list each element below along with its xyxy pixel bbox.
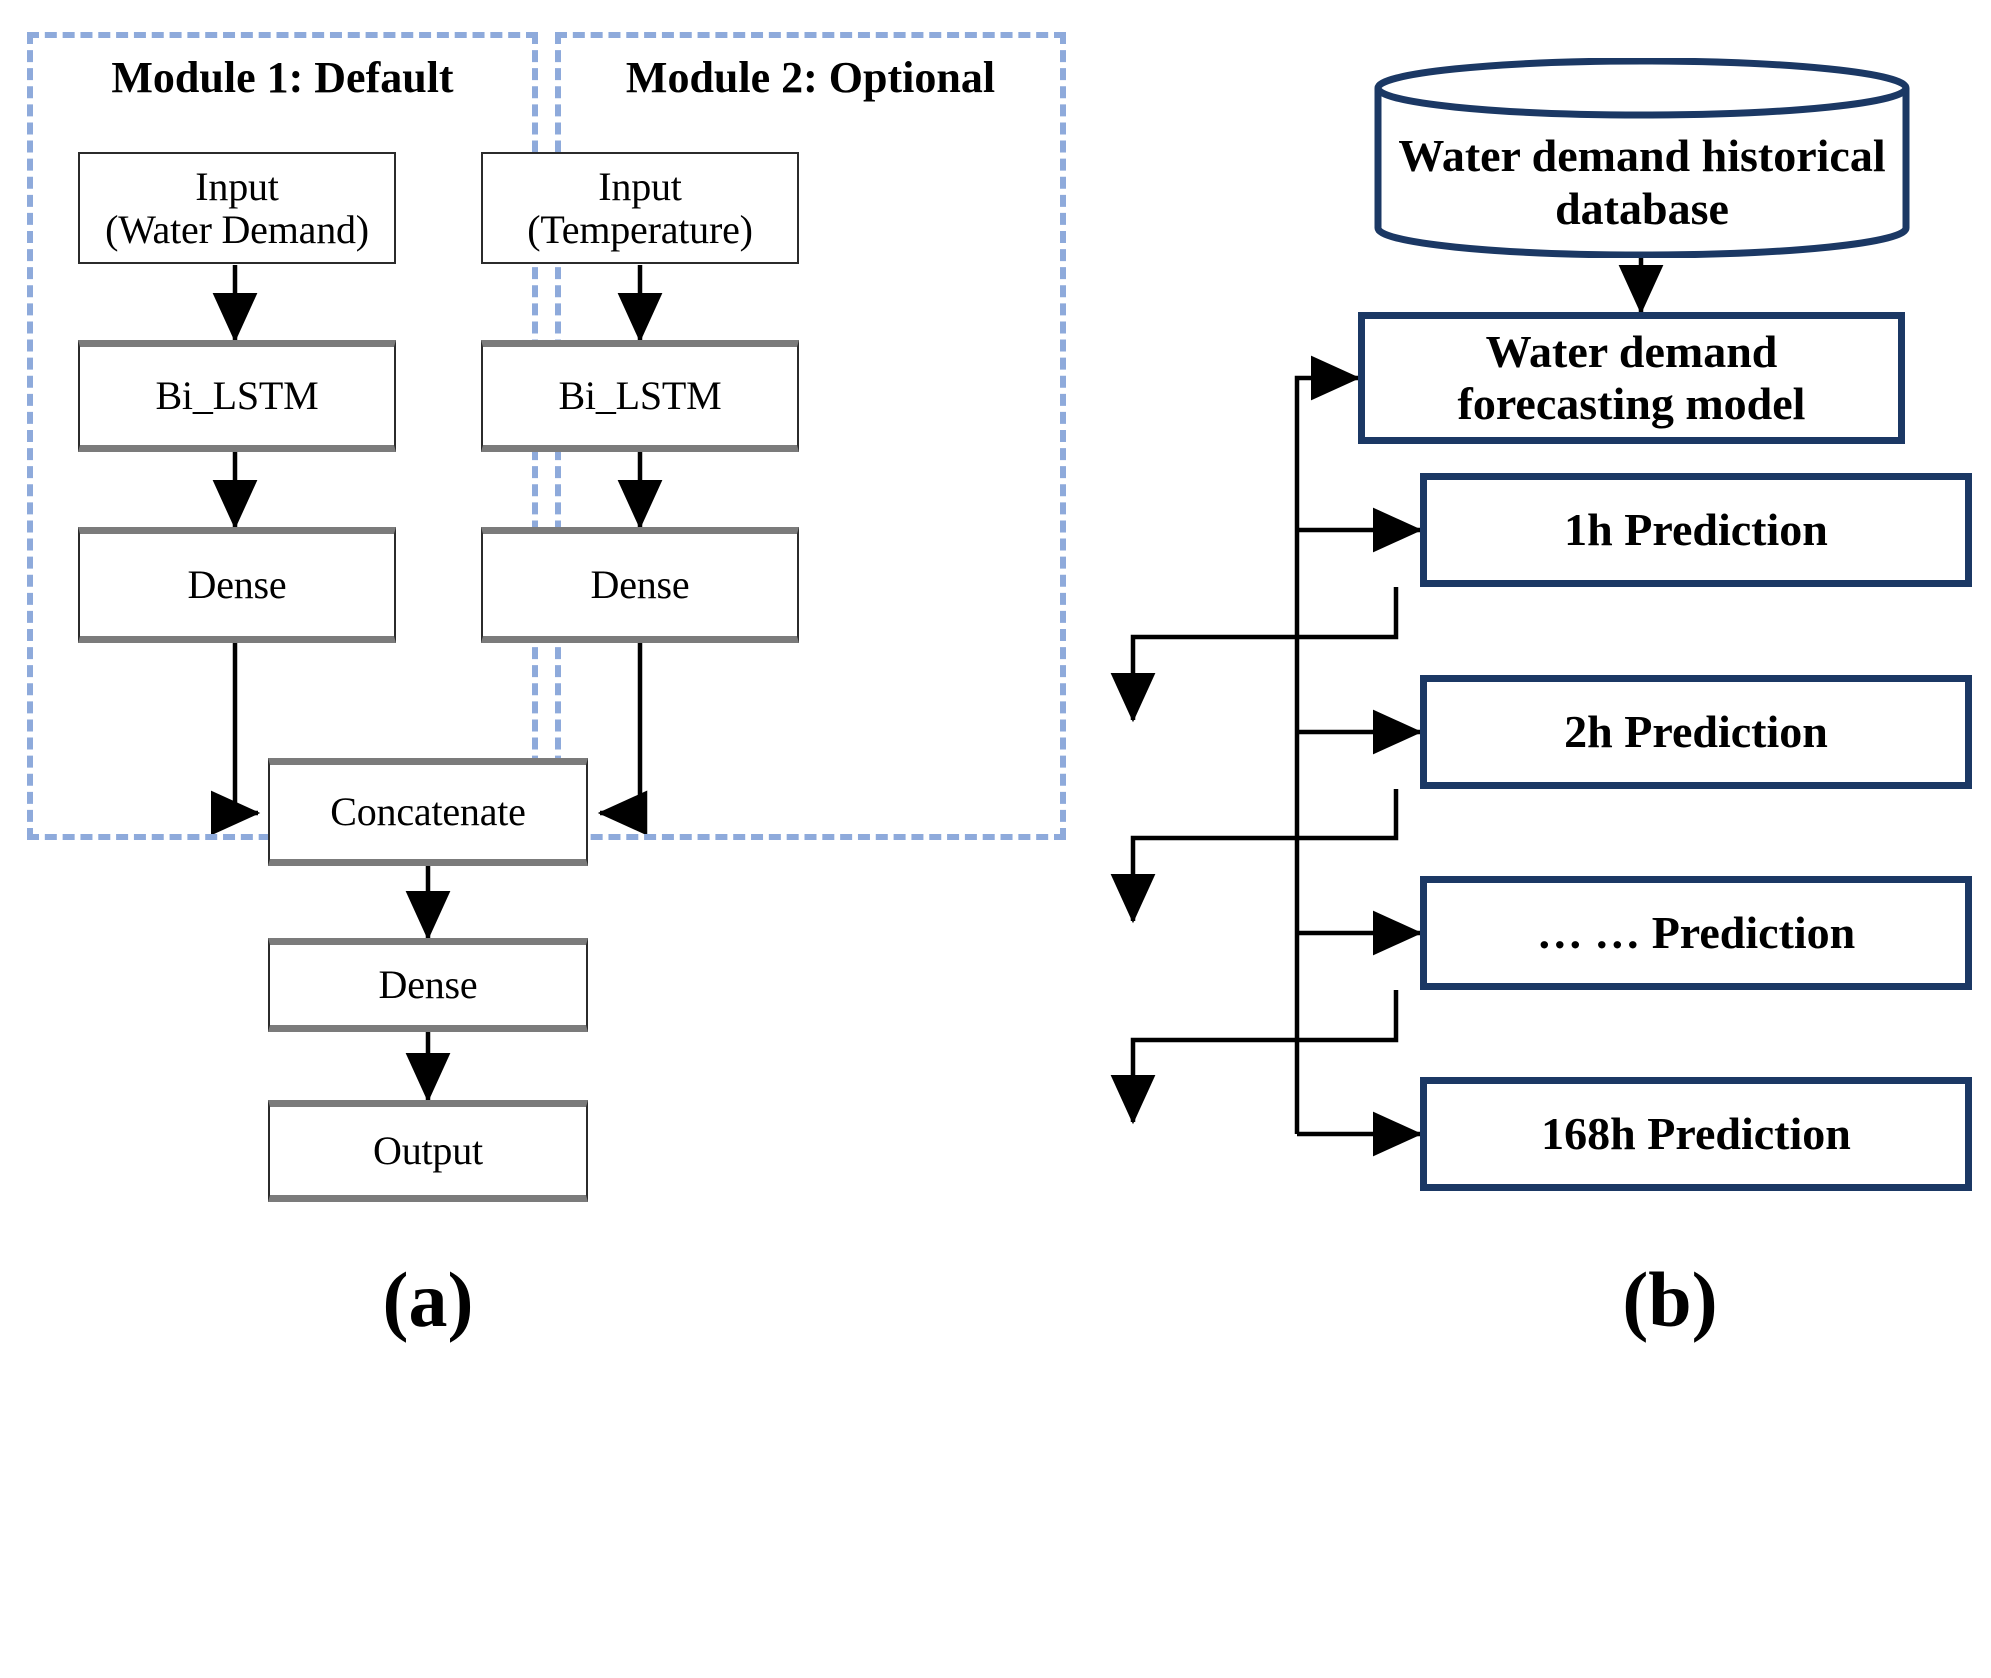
node-module2-input[interactable]: Input (Temperature) bbox=[481, 152, 799, 264]
database-cylinder[interactable]: Water demand historical database bbox=[1372, 57, 1912, 259]
node-prediction-168h-label: 168h Prediction bbox=[1541, 1108, 1851, 1160]
panel-b-caption: (b) bbox=[1622, 1256, 1718, 1343]
database-label-line1: Water demand bbox=[1398, 130, 1691, 181]
node-prediction-2h-label: 2h Prediction bbox=[1564, 706, 1828, 758]
node-forecasting-model-line1: Water demand bbox=[1485, 326, 1778, 378]
node-module1-input-line1: Input bbox=[195, 163, 279, 209]
node-forecasting-model[interactable]: Water demand forecasting model bbox=[1358, 312, 1905, 444]
node-prediction-1h-label: 1h Prediction bbox=[1564, 504, 1828, 556]
node-prediction-2h[interactable]: 2h Prediction bbox=[1420, 675, 1972, 789]
node-prediction-intermediate[interactable]: … … Prediction bbox=[1420, 876, 1972, 990]
arrow-pred-1h-to-2h bbox=[1110, 587, 1399, 723]
node-module2-dense[interactable]: Dense bbox=[481, 527, 799, 643]
arrow-feedback-trunk-to-model bbox=[1294, 355, 1361, 1134]
node-output-label: Output bbox=[373, 1128, 483, 1174]
node-merge-dense[interactable]: Dense bbox=[268, 938, 588, 1032]
node-concatenate-label: Concatenate bbox=[330, 789, 526, 835]
cylinder-shape bbox=[1374, 57, 1910, 259]
node-module1-dense-label: Dense bbox=[187, 562, 287, 608]
node-prediction-intermediate-label: … … Prediction bbox=[1536, 907, 1856, 959]
node-module1-bilstm[interactable]: Bi_LSTM bbox=[78, 340, 396, 452]
node-module1-input[interactable]: Input (Water Demand) bbox=[78, 152, 396, 264]
module-1-title: Module 1: Default bbox=[111, 53, 454, 102]
node-merge-dense-label: Dense bbox=[378, 962, 478, 1008]
arrow-m1-dense-to-concat bbox=[210, 643, 261, 836]
node-module1-input-line2: (Water Demand) bbox=[105, 207, 369, 252]
arrow-m2-dense-to-concat bbox=[597, 643, 648, 836]
node-module2-input-line2: (Temperature) bbox=[527, 207, 753, 252]
database-label: Water demand historical database bbox=[1372, 130, 1912, 236]
database-label-line2: historical database bbox=[1555, 130, 1886, 234]
node-module2-input-line1: Input bbox=[598, 163, 682, 209]
node-output[interactable]: Output bbox=[268, 1100, 588, 1202]
arrow-pred-dots-to-168h bbox=[1110, 990, 1399, 1125]
node-forecasting-model-line2: forecasting model bbox=[1457, 378, 1806, 429]
arrow-pred-2h-to-dots bbox=[1110, 789, 1399, 924]
node-module1-bilstm-label: Bi_LSTM bbox=[155, 373, 319, 419]
node-module1-dense[interactable]: Dense bbox=[78, 527, 396, 643]
module-2-title: Module 2: Optional bbox=[625, 53, 996, 102]
node-prediction-168h[interactable]: 168h Prediction bbox=[1420, 1077, 1972, 1191]
node-prediction-1h[interactable]: 1h Prediction bbox=[1420, 473, 1972, 587]
node-concatenate[interactable]: Concatenate bbox=[268, 758, 588, 866]
node-module2-bilstm[interactable]: Bi_LSTM bbox=[481, 340, 799, 452]
node-module2-dense-label: Dense bbox=[590, 562, 690, 608]
panel-a-caption: (a) bbox=[382, 1256, 474, 1343]
node-module2-bilstm-label: Bi_LSTM bbox=[558, 373, 722, 419]
